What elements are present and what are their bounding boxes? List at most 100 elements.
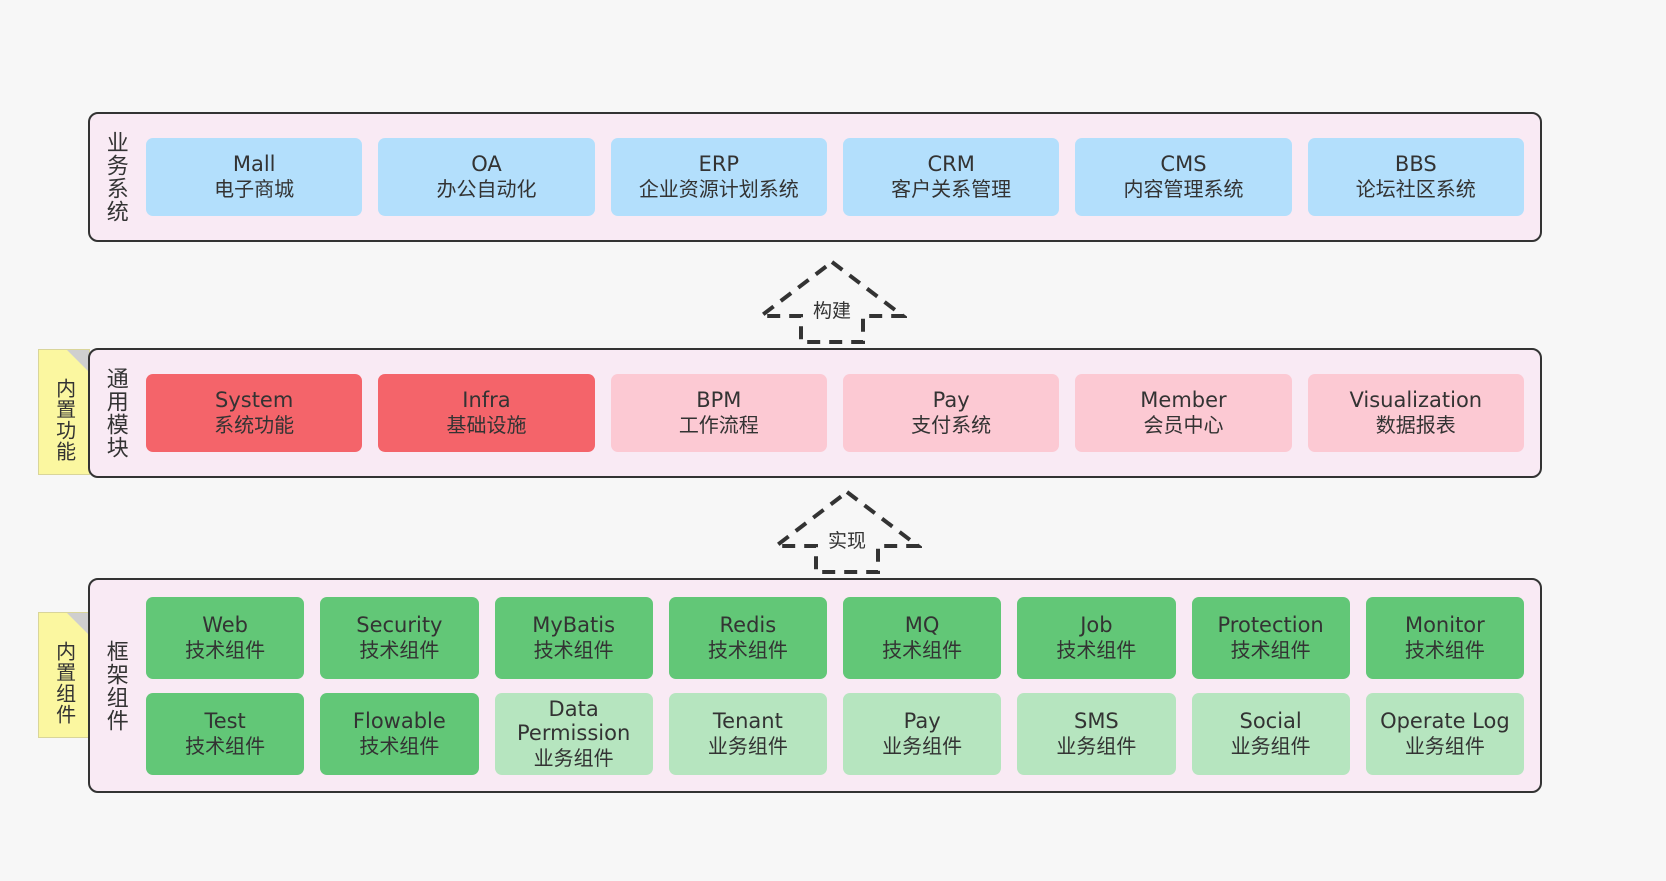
card-subtitle: 论坛社区系统 xyxy=(1355,177,1476,202)
card-title: Job xyxy=(1080,612,1113,637)
card-subtitle: 技术组件 xyxy=(1230,637,1311,662)
layer-framework-components: 框架组件 Web 技术组件 Security 技术组件 MyBatis 技术组件… xyxy=(88,578,1542,793)
card-test[interactable]: Test 技术组件 xyxy=(146,692,305,775)
card-mybatis[interactable]: MyBatis 技术组件 xyxy=(494,596,653,679)
card-security[interactable]: Security 技术组件 xyxy=(320,596,479,679)
arrow-build-icon xyxy=(755,259,909,344)
card-tenant[interactable]: Tenant 业务组件 xyxy=(668,692,827,775)
card-subtitle: 电子商城 xyxy=(214,177,295,202)
card-subtitle: 会员中心 xyxy=(1143,413,1224,438)
layer-body-framework-components: Web 技术组件 Security 技术组件 MyBatis 技术组件 Redi… xyxy=(140,580,1540,791)
framework-card-row-1: Web 技术组件 Security 技术组件 MyBatis 技术组件 Redi… xyxy=(146,596,1524,679)
card-title: Visualization xyxy=(1349,388,1483,413)
card-crm[interactable]: CRM 客户关系管理 xyxy=(842,138,1060,216)
card-subtitle: 客户关系管理 xyxy=(891,177,1012,202)
page-fold-icon xyxy=(67,613,89,635)
card-oa[interactable]: OA 办公自动化 xyxy=(378,138,595,216)
card-subtitle: 业务组件 xyxy=(1056,733,1137,758)
card-title: ERP xyxy=(698,152,740,177)
card-title: Test xyxy=(204,708,246,733)
card-subtitle: 工作流程 xyxy=(678,413,759,438)
card-title: MyBatis xyxy=(532,612,616,637)
card-member[interactable]: Member 会员中心 xyxy=(1075,374,1292,452)
card-title: Protection xyxy=(1217,612,1324,637)
card-subtitle: 技术组件 xyxy=(185,637,266,662)
card-flowable[interactable]: Flowable 技术组件 xyxy=(320,692,479,775)
arrow-implement: 实现 xyxy=(770,488,924,574)
card-title: SMS xyxy=(1073,708,1119,733)
card-subtitle: 业务组件 xyxy=(533,746,614,771)
layer-title-framework-components: 框架组件 xyxy=(102,639,128,732)
card-subtitle: 技术组件 xyxy=(533,637,614,662)
framework-card-row-2: Test 技术组件 Flowable 技术组件 Data Permission … xyxy=(146,692,1524,775)
card-subtitle: 业务组件 xyxy=(1230,733,1311,758)
card-title: Redis xyxy=(719,612,777,637)
card-cms[interactable]: CMS 内容管理系统 xyxy=(1075,138,1292,216)
card-bpm[interactable]: BPM 工作流程 xyxy=(610,374,827,452)
layer-title-business-system: 业务系统 xyxy=(102,131,128,223)
card-job[interactable]: Job 技术组件 xyxy=(1017,596,1176,679)
layer-title-common-modules: 通用模块 xyxy=(102,367,128,459)
card-title: Tenant xyxy=(712,708,783,733)
card-title: Web xyxy=(202,612,249,637)
sticky-note-builtin-function: 内置功能 xyxy=(38,349,90,475)
card-subtitle: 内容管理系统 xyxy=(1123,177,1244,202)
arrow-build: 构建 xyxy=(755,258,909,344)
card-title: Pay xyxy=(932,388,970,413)
card-data-permission[interactable]: Data Permission 业务组件 xyxy=(494,692,653,775)
card-title: Mall xyxy=(232,152,276,177)
card-subtitle: 技术组件 xyxy=(707,637,788,662)
card-web[interactable]: Web 技术组件 xyxy=(146,596,305,679)
card-protection[interactable]: Protection 技术组件 xyxy=(1191,596,1350,679)
card-mq[interactable]: MQ 技术组件 xyxy=(843,596,1002,679)
card-sms[interactable]: SMS 业务组件 xyxy=(1017,692,1176,775)
sticky-note-builtin-component: 内置组件 xyxy=(38,612,90,738)
card-title: BPM xyxy=(696,388,742,413)
card-erp[interactable]: ERP 企业资源计划系统 xyxy=(610,138,827,216)
sticky-note-label: 内置组件 xyxy=(52,641,77,725)
card-title: Pay xyxy=(903,708,941,733)
card-pay-module[interactable]: Pay 支付系统 xyxy=(842,374,1060,452)
card-title: Infra xyxy=(462,388,511,413)
layer-body-business-system: Mall 电子商城 OA 办公自动化 ERP 企业资源计划系统 CRM 客户关系… xyxy=(140,114,1540,240)
card-visualization[interactable]: Visualization 数据报表 xyxy=(1307,374,1524,452)
business-card-row: Mall 电子商城 OA 办公自动化 ERP 企业资源计划系统 CRM 客户关系… xyxy=(146,138,1524,216)
layer-business-system: 业务系统 Mall 电子商城 OA 办公自动化 ERP 企业资源计划系统 CRM xyxy=(88,112,1542,242)
card-infra[interactable]: Infra 基础设施 xyxy=(378,374,595,452)
card-system[interactable]: System 系统功能 xyxy=(146,374,363,452)
card-title: Flowable xyxy=(352,708,446,733)
card-subtitle: 技术组件 xyxy=(359,733,440,758)
arrow-implement-label: 实现 xyxy=(827,530,867,552)
card-title: Social xyxy=(1239,708,1302,733)
card-title: Monitor xyxy=(1404,612,1485,637)
card-subtitle: 业务组件 xyxy=(1404,733,1485,758)
card-subtitle: 技术组件 xyxy=(185,733,266,758)
card-subtitle: 办公自动化 xyxy=(436,177,537,202)
card-subtitle: 业务组件 xyxy=(707,733,788,758)
card-mall[interactable]: Mall 电子商城 xyxy=(146,138,363,216)
card-monitor[interactable]: Monitor 技术组件 xyxy=(1365,596,1524,679)
modules-card-row: System 系统功能 Infra 基础设施 BPM 工作流程 Pay 支付系统… xyxy=(146,374,1524,452)
card-subtitle: 业务组件 xyxy=(882,733,963,758)
card-subtitle: 数据报表 xyxy=(1375,413,1456,438)
card-title: CRM xyxy=(927,152,975,177)
card-subtitle: 技术组件 xyxy=(359,637,440,662)
card-subtitle: 技术组件 xyxy=(1056,637,1137,662)
card-operate-log[interactable]: Operate Log 业务组件 xyxy=(1365,692,1524,775)
card-title: Data Permission xyxy=(516,696,631,746)
card-title: CMS xyxy=(1160,152,1207,177)
card-subtitle: 基础设施 xyxy=(446,413,527,438)
sticky-note-label: 内置功能 xyxy=(52,378,77,462)
arrow-build-label: 构建 xyxy=(812,300,852,322)
card-subtitle: 企业资源计划系统 xyxy=(638,177,799,202)
layer-body-common-modules: System 系统功能 Infra 基础设施 BPM 工作流程 Pay 支付系统… xyxy=(140,350,1540,476)
card-pay-component[interactable]: Pay 业务组件 xyxy=(843,692,1002,775)
card-title: MQ xyxy=(904,612,940,637)
page-fold-icon xyxy=(67,350,89,372)
card-subtitle: 系统功能 xyxy=(214,413,295,438)
arrow-implement-icon xyxy=(770,489,924,574)
card-redis[interactable]: Redis 技术组件 xyxy=(668,596,827,679)
card-bbs[interactable]: BBS 论坛社区系统 xyxy=(1307,138,1524,216)
card-social[interactable]: Social 业务组件 xyxy=(1191,692,1350,775)
